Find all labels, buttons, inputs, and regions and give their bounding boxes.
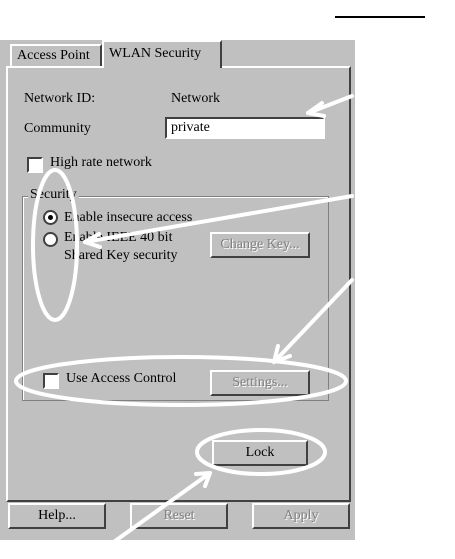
shared-key-radio[interactable]: [43, 232, 58, 247]
network-id-label: Network ID:: [24, 91, 96, 106]
radio-selected-dot: [48, 215, 53, 220]
lock-button[interactable]: Lock: [212, 440, 308, 466]
reset-button-label: Reset: [163, 508, 195, 523]
lock-button-label: Lock: [245, 445, 275, 460]
shared-key-label-line2: Shared Key security: [64, 248, 178, 263]
security-legend: Security: [28, 187, 79, 203]
settings-button-label: Settings...: [232, 375, 288, 390]
insecure-access-radio[interactable]: [43, 210, 58, 225]
apply-button[interactable]: Apply: [252, 503, 350, 529]
high-rate-label: High rate network: [50, 155, 152, 170]
tab-label: WLAN Security: [109, 46, 202, 61]
shared-key-label-line1: Enable IEEE 40 bit: [64, 230, 173, 245]
properties-dialog: Access Point WLAN Security Network ID: N…: [0, 40, 355, 540]
use-access-control-checkbox[interactable]: [43, 373, 59, 389]
change-key-button[interactable]: Change Key...: [210, 232, 310, 258]
network-id-value: Network: [171, 91, 220, 106]
tab-access-point[interactable]: Access Point: [10, 44, 102, 66]
help-button[interactable]: Help...: [8, 503, 106, 529]
insecure-access-label: Enable insecure access: [64, 210, 193, 225]
settings-button[interactable]: Settings...: [210, 370, 310, 396]
tab-wlan-security[interactable]: WLAN Security: [102, 40, 222, 68]
community-input[interactable]: [165, 117, 325, 139]
apply-button-label: Apply: [283, 508, 319, 523]
reset-button[interactable]: Reset: [130, 503, 228, 529]
help-button-label: Help...: [38, 508, 76, 523]
top-rule: [335, 16, 425, 18]
high-rate-checkbox[interactable]: [27, 157, 43, 173]
use-access-control-label: Use Access Control: [66, 371, 177, 386]
tab-label: Access Point: [17, 48, 90, 63]
community-label: Community: [24, 121, 91, 136]
